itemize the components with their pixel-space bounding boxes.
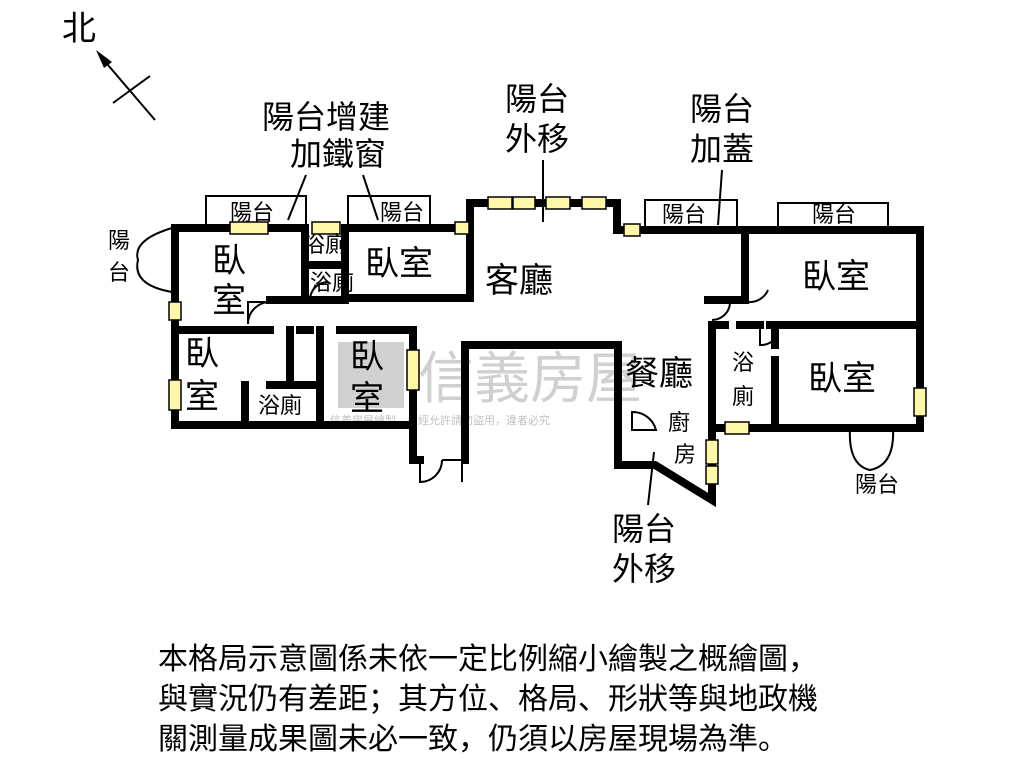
- annotation-balcony-moved-top-line1: 陽台: [505, 80, 569, 118]
- compass-arrow-icon: [101, 57, 156, 121]
- bedroom-top-center-label: 臥室: [365, 244, 433, 284]
- kitchen-label-2: 房: [674, 443, 696, 468]
- bedroom-nw-label-1: 臥: [212, 241, 246, 281]
- annotation-balcony-iron-window-line2: 加鐵窗: [290, 135, 386, 173]
- disclaimer-line: 本格局示意圖係未依一定比例縮小繪製之概繪圖，: [158, 642, 818, 677]
- annotation-balcony-covered-line2: 加蓋: [690, 130, 754, 168]
- bedroom-west-lower-label-1: 臥: [185, 334, 219, 374]
- annotation-balcony-covered-line1: 陽台: [690, 90, 754, 128]
- disclaimer-line: 關測量成果圖未必一致，仍須以房屋現場為準。: [158, 722, 788, 757]
- living-room-label: 客廳: [485, 261, 553, 301]
- balcony-west-label-2: 台: [108, 261, 130, 286]
- annotation-balcony-moved-top-line2: 外移: [505, 120, 569, 158]
- bedroom-east-lower-label: 臥室: [808, 359, 876, 399]
- kitchen-label-1: 廚: [668, 411, 690, 436]
- compass: 北: [62, 9, 156, 121]
- room-labels: 客廳 餐廳 廚 房 臥 室 臥室 臥 室 臥 室 臥室 臥室 浴廁 浴廁 浴廁 …: [185, 233, 876, 468]
- bedroom-east-upper-label: 臥室: [802, 257, 870, 297]
- balcony-top-right-label: 陽台: [812, 203, 856, 228]
- balcony-south-east-label: 陽台: [855, 473, 899, 498]
- bath-east-label-2: 廁: [732, 385, 754, 410]
- annotation-balcony-moved-bottom-line2: 外移: [612, 550, 676, 588]
- balcony-labels: 陽台 陽台 陽台 陽台 陽 台 陽台: [108, 201, 899, 498]
- annotation-balcony-moved-bottom-line1: 陽台: [612, 510, 676, 548]
- bath-small-upper-label: 浴廁: [303, 233, 347, 258]
- watermark-logo-icon: [338, 342, 404, 408]
- balcony-top-center-left-label: 陽台: [380, 201, 424, 226]
- balcony-top-left-label: 陽台: [230, 201, 274, 226]
- doors: [247, 281, 779, 484]
- watermark-brand: 信義房屋: [418, 347, 642, 412]
- bedroom-west-lower-label-2: 室: [185, 377, 219, 417]
- bath-small-lower-label: 浴廁: [310, 271, 354, 296]
- bedroom-center-lower-label-2: 室: [350, 379, 384, 419]
- annotations: 陽台增建 加鐵窗 陽台 外移 陽台 加蓋 陽台 外移: [262, 80, 754, 588]
- leader-lines: [287, 160, 723, 506]
- bedroom-center-lower-label-1: 臥: [350, 337, 384, 377]
- bedroom-nw-label-2: 室: [212, 281, 246, 321]
- annotation-balcony-iron-window-line1: 陽台增建: [262, 98, 390, 136]
- balcony-top-center-right-label: 陽台: [662, 203, 706, 228]
- bath-bottom-left-label: 浴廁: [258, 394, 302, 419]
- compass-north-label: 北: [62, 9, 96, 49]
- compass-crossbar: [112, 75, 151, 104]
- windows: [168, 196, 927, 485]
- bath-east-label-1: 浴: [732, 351, 754, 376]
- balcony-outlines: [136, 195, 895, 472]
- dining-room-label: 餐廳: [625, 354, 693, 394]
- balcony-west-label-1: 陽: [108, 229, 130, 254]
- disclaimer-line: 與實況仍有差距；其方位、格局、形狀等與地政機: [158, 682, 818, 717]
- disclaimer: 本格局示意圖係未依一定比例縮小繪製之概繪圖， 與實況仍有差距；其方位、格局、形狀…: [158, 640, 998, 760]
- compass-arrowhead-icon: [96, 50, 112, 68]
